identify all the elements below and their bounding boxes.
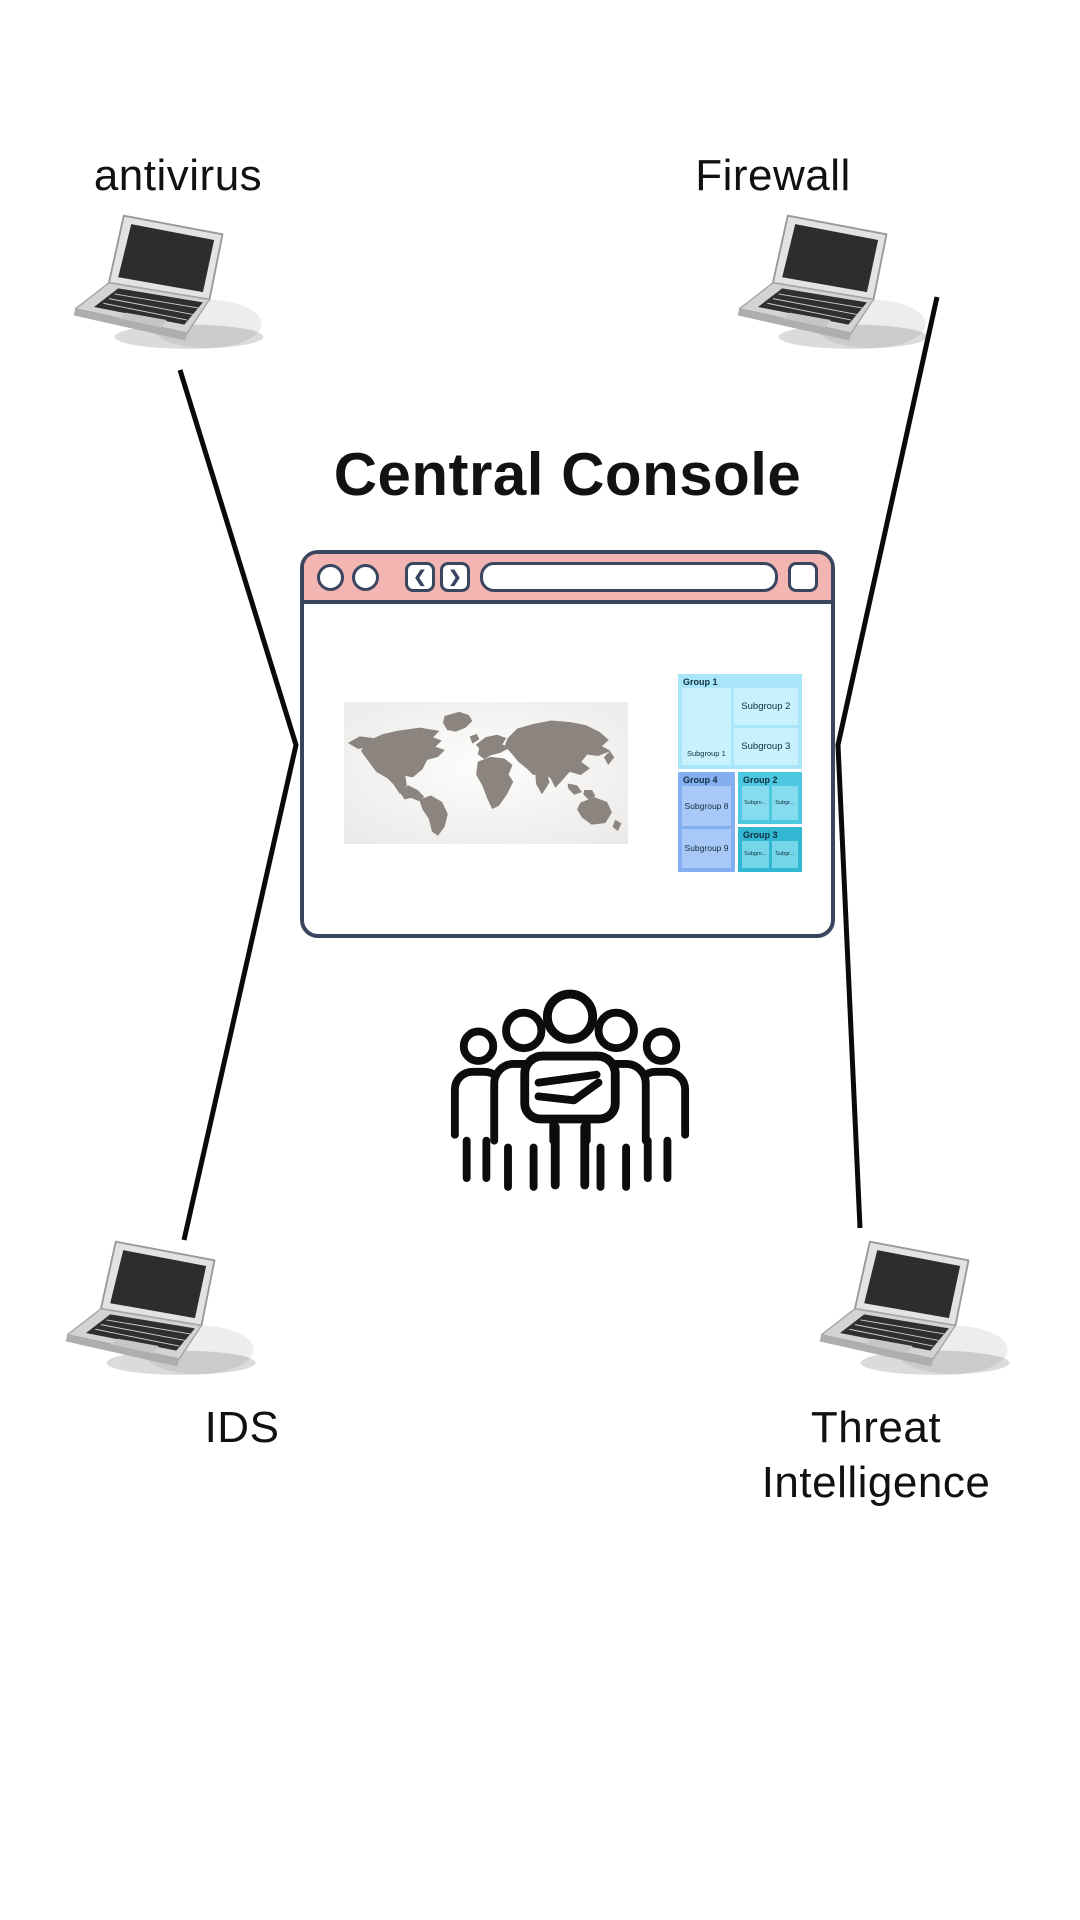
- crowd-icon: [450, 989, 690, 1191]
- treemap-cell-group2-b: Subgr...: [771, 786, 798, 820]
- map-continents: [348, 711, 622, 836]
- address-bar[interactable]: [480, 562, 778, 592]
- node-label-ids: IDS: [204, 1403, 280, 1452]
- laptop-icon-firewall: [736, 214, 929, 350]
- group-2-header: Group 2: [743, 775, 778, 785]
- group-3-header: Group 3: [743, 829, 778, 840]
- treemap-cell-group3-b: Subgr...: [771, 840, 798, 868]
- forward-chevron-icon: ❯: [448, 569, 462, 586]
- treemap-cell-subgroup-1: Subgroup 1: [682, 688, 731, 765]
- menu-button[interactable]: [788, 562, 818, 592]
- treemap-cell-subgroup-8: Subgroup 8: [682, 786, 732, 826]
- treemap-cell-group2-a: Subgro...: [742, 786, 769, 820]
- treemap: Group 1 Subgroup 1 Subgroup 2 Subgroup 3…: [678, 674, 802, 872]
- connection-line-right: [835, 296, 940, 1229]
- node-label-antivirus: antivirus: [93, 151, 263, 200]
- treemap-group-2: Group 2 Subgro... Subgr...: [738, 772, 802, 824]
- laptop-icon-threat-intelligence: [818, 1240, 1011, 1376]
- node-label-threat-intelligence: Threat Intelligence: [761, 1403, 991, 1507]
- browser-window: ❮ ❯: [300, 550, 835, 938]
- treemap-group-3: Group 3 Subgro... Subgr...: [738, 826, 802, 872]
- treemap-group-4: Group 4 Subgroup 8 Subgroup 9: [678, 772, 736, 872]
- diagram-title: Central Console: [333, 441, 802, 508]
- treemap-cell-subgroup-9: Subgroup 9: [682, 828, 732, 868]
- world-map: [344, 702, 628, 844]
- connection-line-left: [177, 369, 299, 1241]
- window-dot-1[interactable]: [317, 563, 344, 591]
- laptop-icon-ids: [64, 1240, 257, 1376]
- treemap-group-1: Group 1 Subgroup 1 Subgroup 2 Subgroup 3: [678, 674, 802, 769]
- node-label-firewall: Firewall: [695, 151, 851, 200]
- back-chevron-icon: ❮: [413, 569, 427, 586]
- treemap-cell-subgroup-2: Subgroup 2: [733, 688, 798, 725]
- forward-button[interactable]: ❯: [440, 562, 470, 592]
- window-dot-2[interactable]: [352, 563, 379, 591]
- browser-header: ❮ ❯: [304, 554, 831, 604]
- back-button[interactable]: ❮: [405, 562, 435, 592]
- treemap-cell-group3-a: Subgro...: [742, 840, 769, 868]
- treemap-cell-subgroup-3: Subgroup 3: [733, 728, 798, 765]
- laptop-icon-antivirus: [72, 214, 265, 350]
- group-1-header: Group 1: [683, 677, 718, 687]
- group-4-header: Group 4: [683, 775, 718, 785]
